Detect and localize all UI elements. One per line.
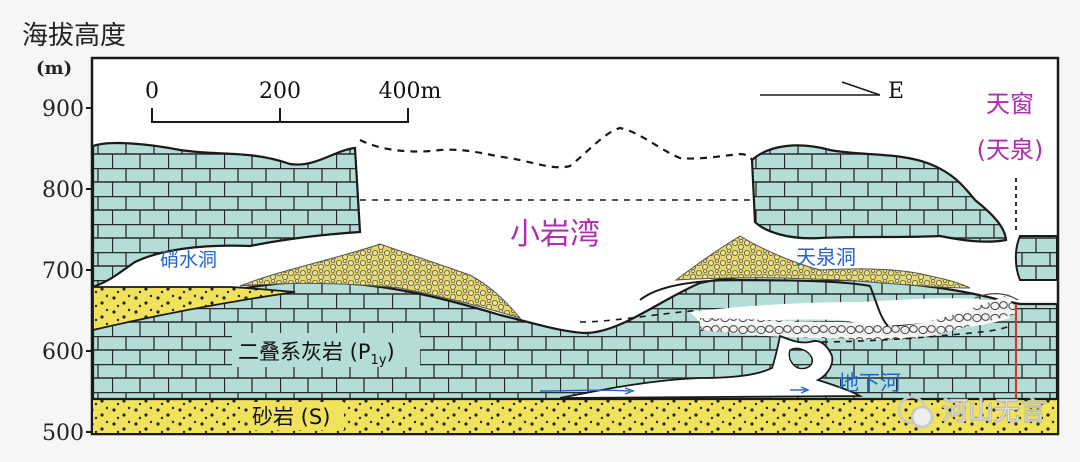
tianquandong-label: 天泉洞 — [796, 245, 856, 269]
skylight-label: 天窗 — [986, 90, 1034, 118]
cave-dashed-connect — [579, 309, 701, 323]
boulder-rubble — [700, 296, 1016, 340]
axis-tick-label: 500 — [42, 421, 84, 446]
cave-roof — [639, 278, 889, 327]
xiaoshuidong-label: 硝水洞 — [160, 249, 217, 271]
axis-unit: (m) — [36, 58, 72, 79]
axis-tick-label: 700 — [42, 259, 84, 284]
sandstone-label-group: 砂岩 (S) — [248, 402, 344, 430]
limestone-subscript: 1y — [371, 353, 387, 368]
former-surface-dashed — [359, 126, 753, 169]
svg-text:二叠系灰岩 (P1y): 二叠系灰岩 (P1y) — [238, 340, 395, 368]
limestone-upper-left — [91, 141, 362, 289]
sandstone-label: 砂岩 (S) — [252, 405, 330, 429]
skylight-sublabel: (天泉) — [977, 136, 1044, 164]
scale-bar: 0 200 400m — [145, 79, 442, 123]
axis-title: 海拔高度 — [22, 21, 126, 51]
limestone-label-group: 二叠系灰岩 (P1y) — [232, 333, 420, 368]
sandstone-lens-left — [92, 286, 296, 332]
gravel-mound-right — [674, 235, 971, 289]
axis-tick-label: 800 — [42, 178, 84, 203]
xiaoyanwan-label: 小岩湾 — [510, 217, 600, 252]
direction-label: E — [888, 79, 904, 104]
axis-tick-label: 900 — [42, 97, 84, 122]
underground-river-label: 地下河 — [838, 371, 901, 395]
scale-label-400m: 400m — [379, 79, 442, 104]
watermark-text: 河山无言 — [942, 397, 1046, 427]
elevation-axis: 海拔高度 (m) 900 800 700 600 500 — [22, 21, 126, 446]
limestone-upper-right — [750, 144, 1008, 243]
limestone-label: 二叠系灰岩 (P — [238, 340, 371, 364]
watermark: 河山无言 — [897, 395, 1047, 429]
limestone-right-edge — [1014, 235, 1058, 281]
underground-river-passage — [559, 334, 864, 399]
limestone-close: ) — [387, 340, 395, 364]
direction-arrow: E — [760, 79, 904, 104]
river-flow-arrow — [539, 389, 631, 392]
gravel-mound-left — [239, 243, 522, 319]
scale-label-0: 0 — [145, 79, 159, 104]
axis-tick-label: 600 — [42, 340, 84, 365]
scale-label-200: 200 — [259, 79, 301, 104]
river-pillar — [788, 347, 813, 370]
cave-dashed-lower — [809, 325, 1011, 343]
